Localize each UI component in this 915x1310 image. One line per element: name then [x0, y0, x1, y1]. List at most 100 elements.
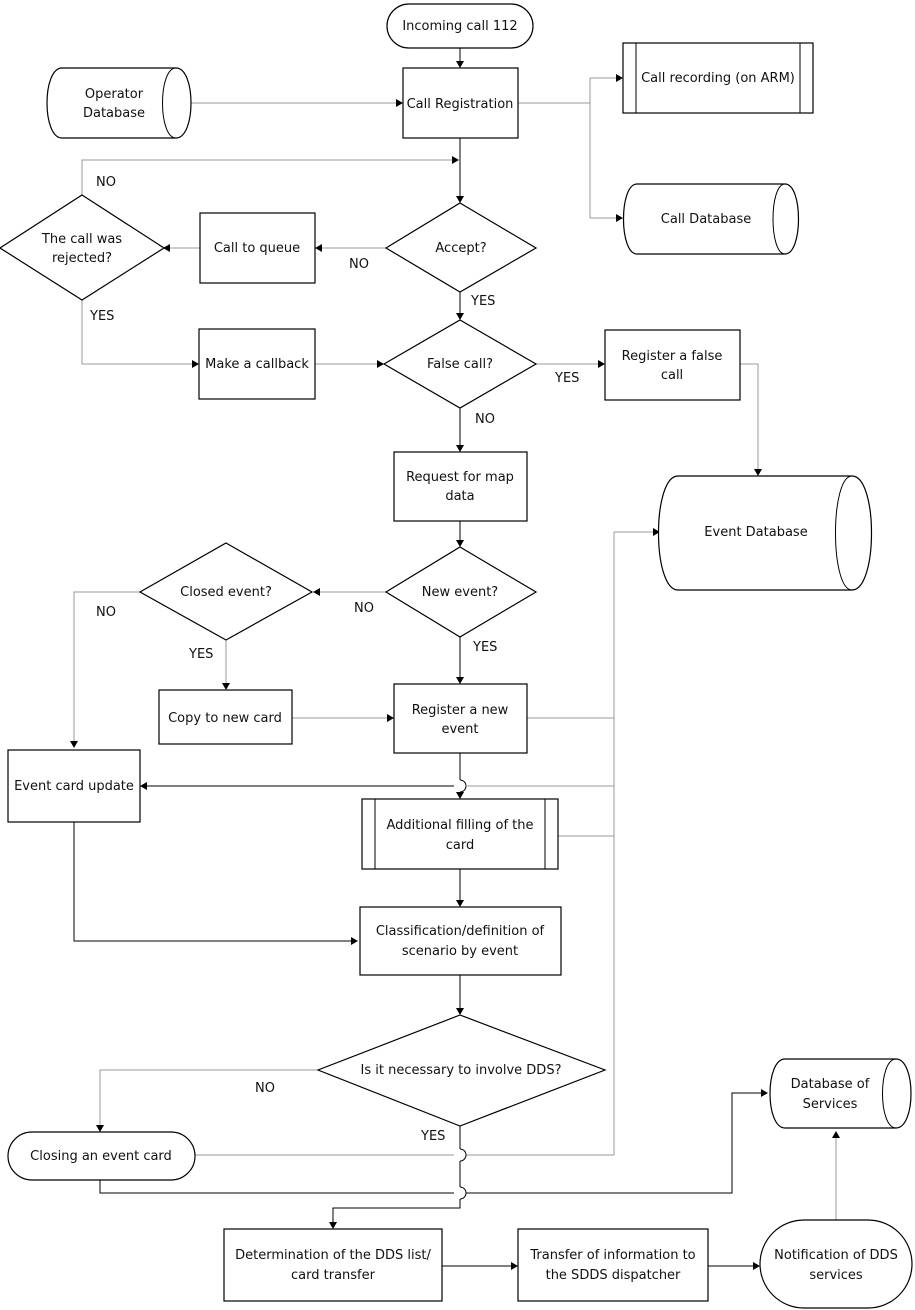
node-label: Notification of DDS: [774, 1248, 898, 1263]
node-label: Event Database: [704, 525, 807, 540]
edge-label-no: NO: [354, 601, 374, 616]
node-accept: Accept?: [384, 202, 538, 293]
database-arc: [162, 67, 177, 139]
decision-shape: [316, 1014, 607, 1127]
process-shape: [223, 1228, 443, 1302]
terminator-shape: [7, 1131, 196, 1181]
node-label: call: [661, 368, 683, 383]
subprocess-shape: [622, 42, 814, 114]
arrowhead: [70, 741, 78, 748]
decision-shape: [138, 542, 314, 641]
edge-label-no: NO: [96, 175, 116, 190]
arrowhead: [313, 588, 320, 596]
connector: [81, 159, 455, 195]
terminator-shape: [386, 3, 534, 49]
connector: [99, 1180, 454, 1194]
node-label: Register a new: [412, 703, 509, 718]
process-shape: [402, 67, 519, 139]
node-label: Determination of the DDS list/: [235, 1248, 431, 1263]
arrowhead: [761, 1089, 768, 1097]
decision-shape: [384, 546, 538, 638]
node-incoming-call: Incoming call 112: [386, 3, 534, 49]
edge-label-no: NO: [255, 1081, 275, 1096]
edge-label-yes: YES: [188, 647, 213, 662]
node-label: Classification/definition of: [376, 924, 545, 939]
arrowhead: [456, 677, 464, 684]
node-label: Call Database: [661, 212, 751, 227]
arrowhead: [456, 540, 464, 547]
node-false-call: False call?: [382, 319, 538, 409]
arrowhead: [456, 313, 464, 320]
node-closing-card: Closing an event card: [7, 1131, 196, 1181]
edge-label-yes: YES: [472, 640, 497, 655]
node-determination: Determination of the DDS list/ card tran…: [223, 1228, 443, 1302]
arrowhead: [456, 61, 464, 68]
node-copy-new-card: Copy to new card: [158, 689, 293, 745]
decision-shape: [382, 319, 538, 409]
node-label: False call?: [427, 357, 493, 372]
node-transfer-info: Transfer of information to the SDDS disp…: [517, 1228, 709, 1302]
node-label: Make a callback: [205, 357, 309, 372]
node-database-services: Database of Services: [769, 1058, 912, 1129]
node-operator-db: Operator Database: [46, 67, 192, 139]
node-label: Copy to new card: [168, 711, 282, 726]
node-label: Call Registration: [407, 97, 514, 112]
node-notification: Notification of DDS services: [759, 1219, 913, 1309]
edge-label-no: NO: [96, 605, 116, 620]
arrowhead: [396, 99, 403, 107]
arrowhead: [387, 714, 394, 722]
arrowhead: [616, 214, 623, 222]
database-shape: [46, 67, 192, 139]
arrowhead: [96, 1125, 104, 1132]
edge-label-yes: YES: [554, 371, 579, 386]
process-shape: [199, 212, 316, 284]
node-new-event: New event?: [384, 546, 538, 638]
process-shape: [393, 451, 528, 522]
connector: [73, 822, 354, 942]
node-label: The call was: [41, 232, 122, 247]
connector: [459, 1148, 467, 1162]
connector: [99, 1069, 318, 1128]
arrowhead: [351, 937, 358, 945]
database-arc: [835, 475, 853, 591]
node-register-new-event: Register a new event: [393, 683, 528, 754]
arrowhead: [140, 782, 147, 790]
decision-shape: [384, 202, 538, 293]
edge-label-no: NO: [475, 412, 495, 427]
arrowhead: [598, 360, 605, 368]
process-shape: [359, 906, 562, 976]
arrowhead: [222, 683, 230, 690]
database-arc: [772, 183, 786, 255]
terminator-shape: [759, 1219, 913, 1309]
database-shape: [769, 1058, 912, 1129]
node-label: Call to queue: [214, 241, 300, 256]
connector: [73, 591, 140, 744]
node-involve-dds: Is it necessary to involve DDS?: [316, 1014, 607, 1127]
edge-label-yes: YES: [420, 1129, 445, 1144]
process-shape: [393, 683, 528, 754]
arrowhead: [511, 1262, 518, 1270]
node-call-to-queue: Call to queue: [199, 212, 316, 284]
node-label: Incoming call 112: [402, 19, 517, 34]
node-label: data: [445, 489, 474, 504]
edge-label-yes: YES: [89, 309, 114, 324]
node-label: the SDDS dispatcher: [546, 1268, 681, 1283]
edge-label-no: NO: [349, 257, 369, 272]
node-label: card: [446, 838, 474, 853]
node-make-callback: Make a callback: [198, 328, 316, 400]
node-label: Transfer of information to: [529, 1248, 695, 1263]
decision-shape: [0, 194, 166, 301]
node-label: Request for map: [406, 470, 514, 485]
arrowhead: [753, 1262, 760, 1270]
process-shape: [198, 328, 316, 400]
arrowhead: [315, 244, 322, 252]
process-shape: [517, 1228, 709, 1302]
process-shape: [158, 689, 293, 745]
node-event-card-update: Event card update: [7, 749, 141, 823]
node-label: Database of: [791, 1077, 870, 1092]
connector: [459, 779, 467, 793]
node-label: rejected?: [52, 251, 112, 266]
node-closed-event: Closed event?: [138, 542, 314, 641]
node-label: Closing an event card: [30, 1149, 172, 1164]
